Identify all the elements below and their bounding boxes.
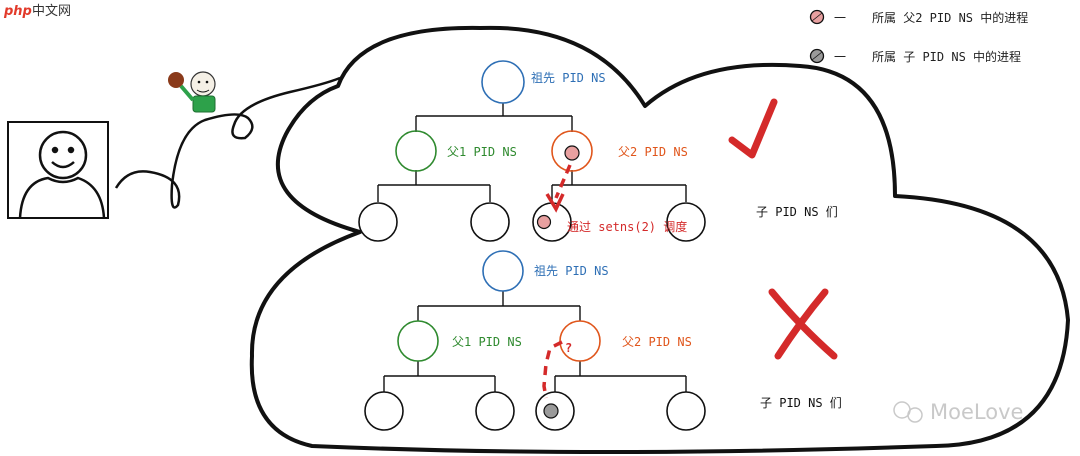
legend-item-child: 一 所属 子 PID NS 中的进程 <box>809 48 1021 64</box>
bottom-parent2-node <box>559 320 601 362</box>
watermark: MoeLove <box>893 400 1023 424</box>
cartoon-character-icon <box>168 71 216 113</box>
legend-parent2-label: 所属 父2 PID NS 中的进程 <box>872 10 1028 25</box>
top-parent2-process <box>564 145 580 161</box>
check-mark-icon <box>728 98 778 159</box>
top-tree: 祖先 PID NS 父1 PID NS 父2 PID NS 通过 setns(2… <box>358 60 838 242</box>
bottom-child-node-3 <box>535 391 575 431</box>
top-parent2-label: 父2 PID NS <box>618 145 688 159</box>
legend-parent2-marker: 一 <box>834 11 846 25</box>
top-parent1-label: 父1 PID NS <box>447 145 517 159</box>
bottom-parent1-node <box>397 320 439 362</box>
php-logo-text: php <box>3 4 32 19</box>
top-ancestor-label: 祖先 PID NS <box>531 70 606 85</box>
top-parent2-node <box>551 130 593 172</box>
connection-cable <box>114 76 341 209</box>
setns-arrow <box>554 164 572 199</box>
bottom-parent1-label: 父1 PID NS <box>452 335 522 349</box>
user-avatar-icon <box>7 121 109 219</box>
setns-label: 通过 setns(2) 调度 <box>567 219 687 234</box>
legend-child-marker: 一 <box>834 50 846 64</box>
top-child-node-1 <box>358 202 398 242</box>
bottom-child-node-2 <box>475 391 515 431</box>
top-parent1-node <box>395 130 437 172</box>
bottom-tree-connectors <box>383 291 687 392</box>
top-tree-connectors <box>377 103 687 202</box>
watermark-text: MoeLove <box>930 400 1023 424</box>
cloud-outline <box>249 25 1070 454</box>
bottom-child-node-1 <box>364 391 404 431</box>
top-child-process <box>536 214 552 230</box>
legend-child-label: 所属 子 PID NS 中的进程 <box>872 49 1021 64</box>
blocked-setns-path <box>542 340 563 399</box>
top-child-node-4 <box>666 202 706 242</box>
bottom-children-label: 子 PID NS 们 <box>760 395 842 410</box>
top-child-node-2 <box>470 202 510 242</box>
top-children-label: 子 PID NS 们 <box>756 204 838 219</box>
question-mark-label: ? <box>565 341 572 355</box>
setns-arrowhead-icon <box>545 193 565 213</box>
top-ancestor-node <box>481 60 525 104</box>
php-logo: php 中文网 <box>3 4 71 19</box>
legend-item-parent2: 一 所属 父2 PID NS 中的进程 <box>809 9 1028 25</box>
cross-mark-icon <box>768 288 838 360</box>
bottom-ancestor-label: 祖先 PID NS <box>534 263 609 278</box>
bottom-tree: 祖先 PID NS 父1 PID NS 父2 PID NS ? 子 PID NS… <box>364 250 842 431</box>
bottom-ancestor-node <box>482 250 524 292</box>
wechat-icon <box>893 401 911 419</box>
site-name: 中文网 <box>32 4 71 19</box>
bottom-parent2-label: 父2 PID NS <box>622 335 692 349</box>
bottom-child-process <box>543 403 559 419</box>
legend: 一 所属 父2 PID NS 中的进程 一 所属 子 PID NS 中的进程 <box>809 9 1028 64</box>
bottom-child-node-4 <box>666 391 706 431</box>
